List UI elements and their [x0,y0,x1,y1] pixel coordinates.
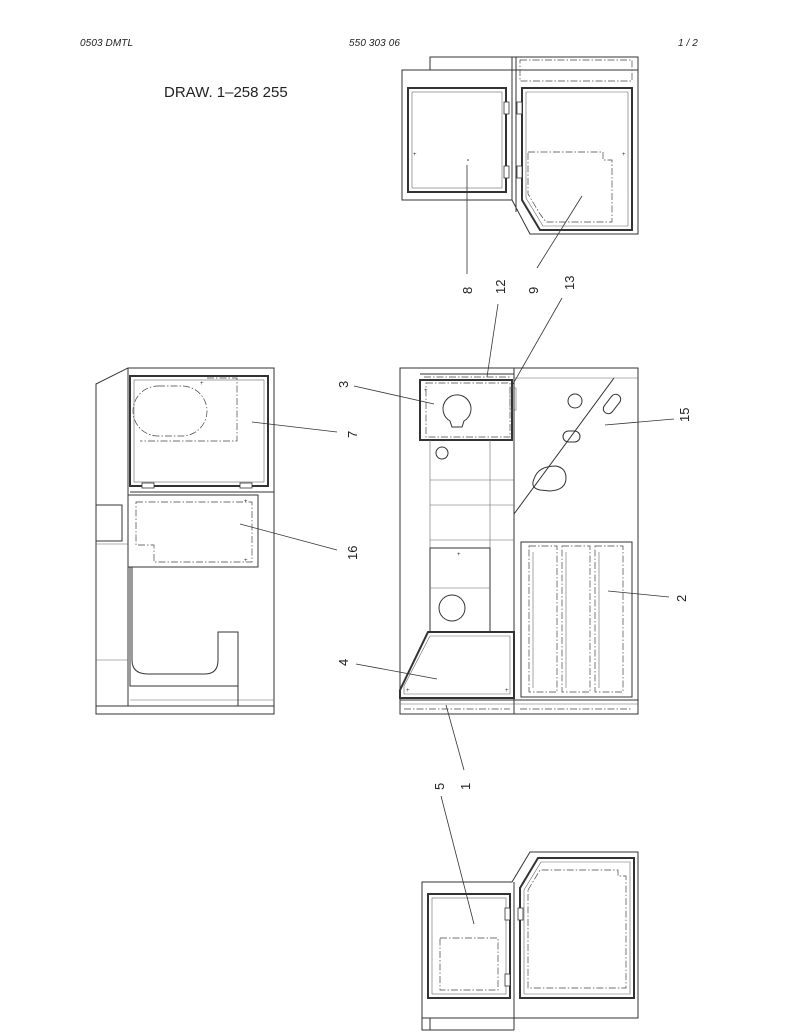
door-panel-9: + [521,87,633,231]
svg-text:+: + [413,152,417,158]
callout-2: 2 [674,595,689,602]
bottom-view [421,851,639,1031]
door-panel-5 [427,893,511,999]
header-document-code: 0503 DMTL [80,38,134,49]
door-panel-right [519,857,635,999]
panel-4: + + [399,631,515,699]
callout-1: 1 [458,783,473,790]
callout-16: 16 [345,546,360,560]
callout-labels: 8 12 9 13 3 15 7 16 2 4 5 1 [336,276,692,790]
door-panel-8: + [407,87,507,193]
svg-text:+: + [622,152,626,158]
panel-2 [520,541,633,698]
callout-7: 7 [345,431,360,438]
svg-text:+: + [200,381,204,387]
panel-3: + [419,379,517,441]
drawing-title: DRAW. 1–258 255 [164,84,288,101]
callout-13: 13 [562,276,577,290]
svg-text:+: + [424,388,428,394]
svg-text:+: + [505,688,509,694]
hinge-icon [141,482,253,489]
callout-8: 8 [460,287,475,294]
hinge-icon [503,101,523,179]
svg-text:+: + [406,688,410,694]
svg-text:+: + [244,499,248,505]
svg-text:+: + [244,558,248,564]
hinge-icon [504,907,524,987]
callout-4: 4 [336,659,351,666]
callout-15: 15 [677,408,692,422]
callout-9: 9 [526,287,541,294]
front-view: + + + + [399,367,639,715]
svg-text:+: + [457,552,461,558]
leader-lines [239,165,675,925]
callout-3: 3 [336,381,351,388]
left-side-view: + + + [95,367,275,715]
callout-12: 12 [493,280,508,294]
header-page-number: 1 / 2 [678,38,698,49]
top-view: + + [401,56,639,235]
panel-7: + [129,375,269,487]
callout-5: 5 [432,783,447,790]
panel-16: + + [127,494,259,568]
header-part-number: 550 303 06 [349,38,401,49]
